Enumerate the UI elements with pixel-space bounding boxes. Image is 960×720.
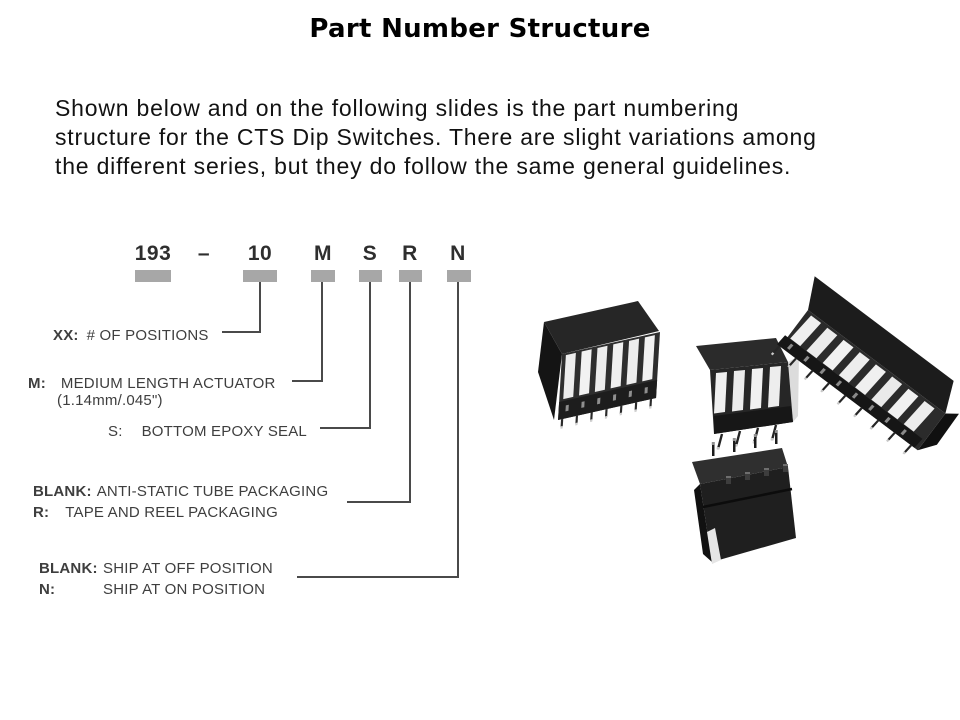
underline-bar-series [135,270,171,282]
legend-ship-desc2: SHIP AT ON POSITION [103,581,266,598]
page-title: Part Number Structure [309,14,651,44]
legend-ship-n-row: N: SHIP AT ON POSITION [39,579,273,600]
underline-bar-seal [359,270,382,282]
underline-bar-ship [447,270,471,282]
legend-packaging: BLANK:ANTI-STATIC TUBE PACKAGING R: TAPE … [33,481,328,523]
connector-seal-horizontal [320,427,371,429]
legend-actuator: M: MEDIUM LENGTH ACTUATOR [28,373,276,394]
legend-seal-desc: BOTTOM EPOXY SEAL [141,423,307,440]
connector-actuator-vertical [321,282,323,382]
legend-ship-desc1: SHIP AT OFF POSITION [103,560,273,577]
underline-bar-actuator [311,270,335,282]
dip-switch-6-position-icon [538,301,660,429]
legend-seal: S: BOTTOM EPOXY SEAL [108,421,307,442]
dip-switch-8-position-icon [770,276,959,455]
connector-ship-vertical [457,282,459,578]
pn-positions-code: 10 [247,242,273,265]
underline-bar-packaging [399,270,422,282]
legend-packaging-desc1: ANTI-STATIC TUBE PACKAGING [96,483,329,500]
dip-switches-photo-svg [538,276,959,564]
underline-bar-positions [243,270,277,282]
dip-switch-bottom-view-icon [692,430,796,564]
legend-actuator-key: M: [28,375,46,392]
legend-packaging-blank-row: BLANK:ANTI-STATIC TUBE PACKAGING [33,481,328,502]
connector-positions-vertical [259,282,261,333]
pn-seal-code: S [362,242,378,265]
pn-actuator-code: M [314,242,332,265]
intro-line-1: Shown below and on the following slides … [55,95,740,121]
pn-dash: – [197,242,211,265]
legend-ship-key2: N: [39,581,56,598]
legend-positions-key: XX: [53,327,79,344]
connector-packaging-vertical [409,282,411,503]
pn-series: 193 [134,242,172,265]
connector-packaging-horizontal [347,501,411,503]
connector-ship-horizontal [297,576,459,578]
connector-positions-horizontal [222,331,261,333]
intro-line-3: the different series, but they do follow… [55,153,792,179]
legend-packaging-desc2: TAPE AND REEL PACKAGING [65,504,278,521]
legend-actuator-desc: MEDIUM LENGTH ACTUATOR [60,375,276,392]
legend-positions-desc: # OF POSITIONS [86,327,209,344]
intro-line-2: structure for the CTS Dip Switches. Ther… [55,124,817,150]
connector-actuator-horizontal [292,380,323,382]
legend-ship: BLANK: SHIP AT OFF POSITION N: SHIP AT ON … [39,558,273,600]
product-photo [500,270,960,650]
pn-ship-code: N [450,242,466,265]
legend-ship-key1: BLANK: [39,560,98,577]
legend-packaging-key2: R: [33,504,50,521]
intro-paragraph: Shown below and on the following slides … [55,94,935,181]
legend-packaging-r-row: R: TAPE AND REEL PACKAGING [33,502,328,523]
legend-seal-key: S: [108,423,123,440]
pn-packaging-code: R [402,242,418,265]
legend-actuator-dimension: (1.14mm/.045") [57,392,163,409]
legend-positions: XX: # OF POSITIONS [53,325,209,346]
dip-switch-4-position-icon [696,338,799,450]
legend-packaging-key1: BLANK: [33,483,92,500]
connector-seal-vertical [369,282,371,429]
legend-ship-blank-row: BLANK: SHIP AT OFF POSITION [39,558,273,579]
